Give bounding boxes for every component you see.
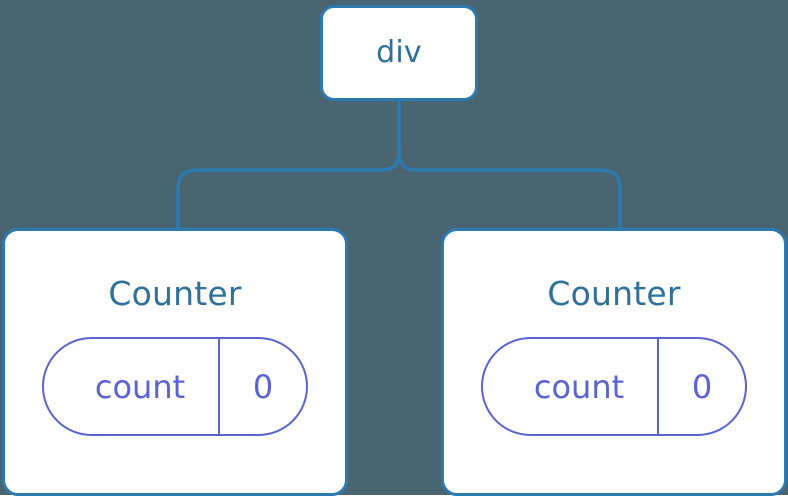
state-value-left: 0 xyxy=(252,367,274,406)
state-pill-left[interactable]: count 0 xyxy=(42,337,308,436)
state-pill-right[interactable]: count 0 xyxy=(481,337,747,436)
node-div-label: div xyxy=(376,35,422,70)
node-counter-left[interactable]: Counter count 0 xyxy=(2,228,348,496)
node-counter-right-label: Counter xyxy=(547,274,681,313)
state-pill-divider-right xyxy=(657,339,659,434)
state-value-right: 0 xyxy=(691,367,713,406)
state-key-right: count xyxy=(533,367,625,406)
connector-to-right-counter xyxy=(397,148,622,234)
node-div[interactable]: div xyxy=(320,5,478,101)
node-counter-right[interactable]: Counter count 0 xyxy=(441,228,787,496)
state-pill-divider-left xyxy=(218,339,220,434)
node-counter-left-label: Counter xyxy=(108,274,242,313)
state-key-left: count xyxy=(94,367,186,406)
connector-to-left-counter xyxy=(176,148,401,234)
